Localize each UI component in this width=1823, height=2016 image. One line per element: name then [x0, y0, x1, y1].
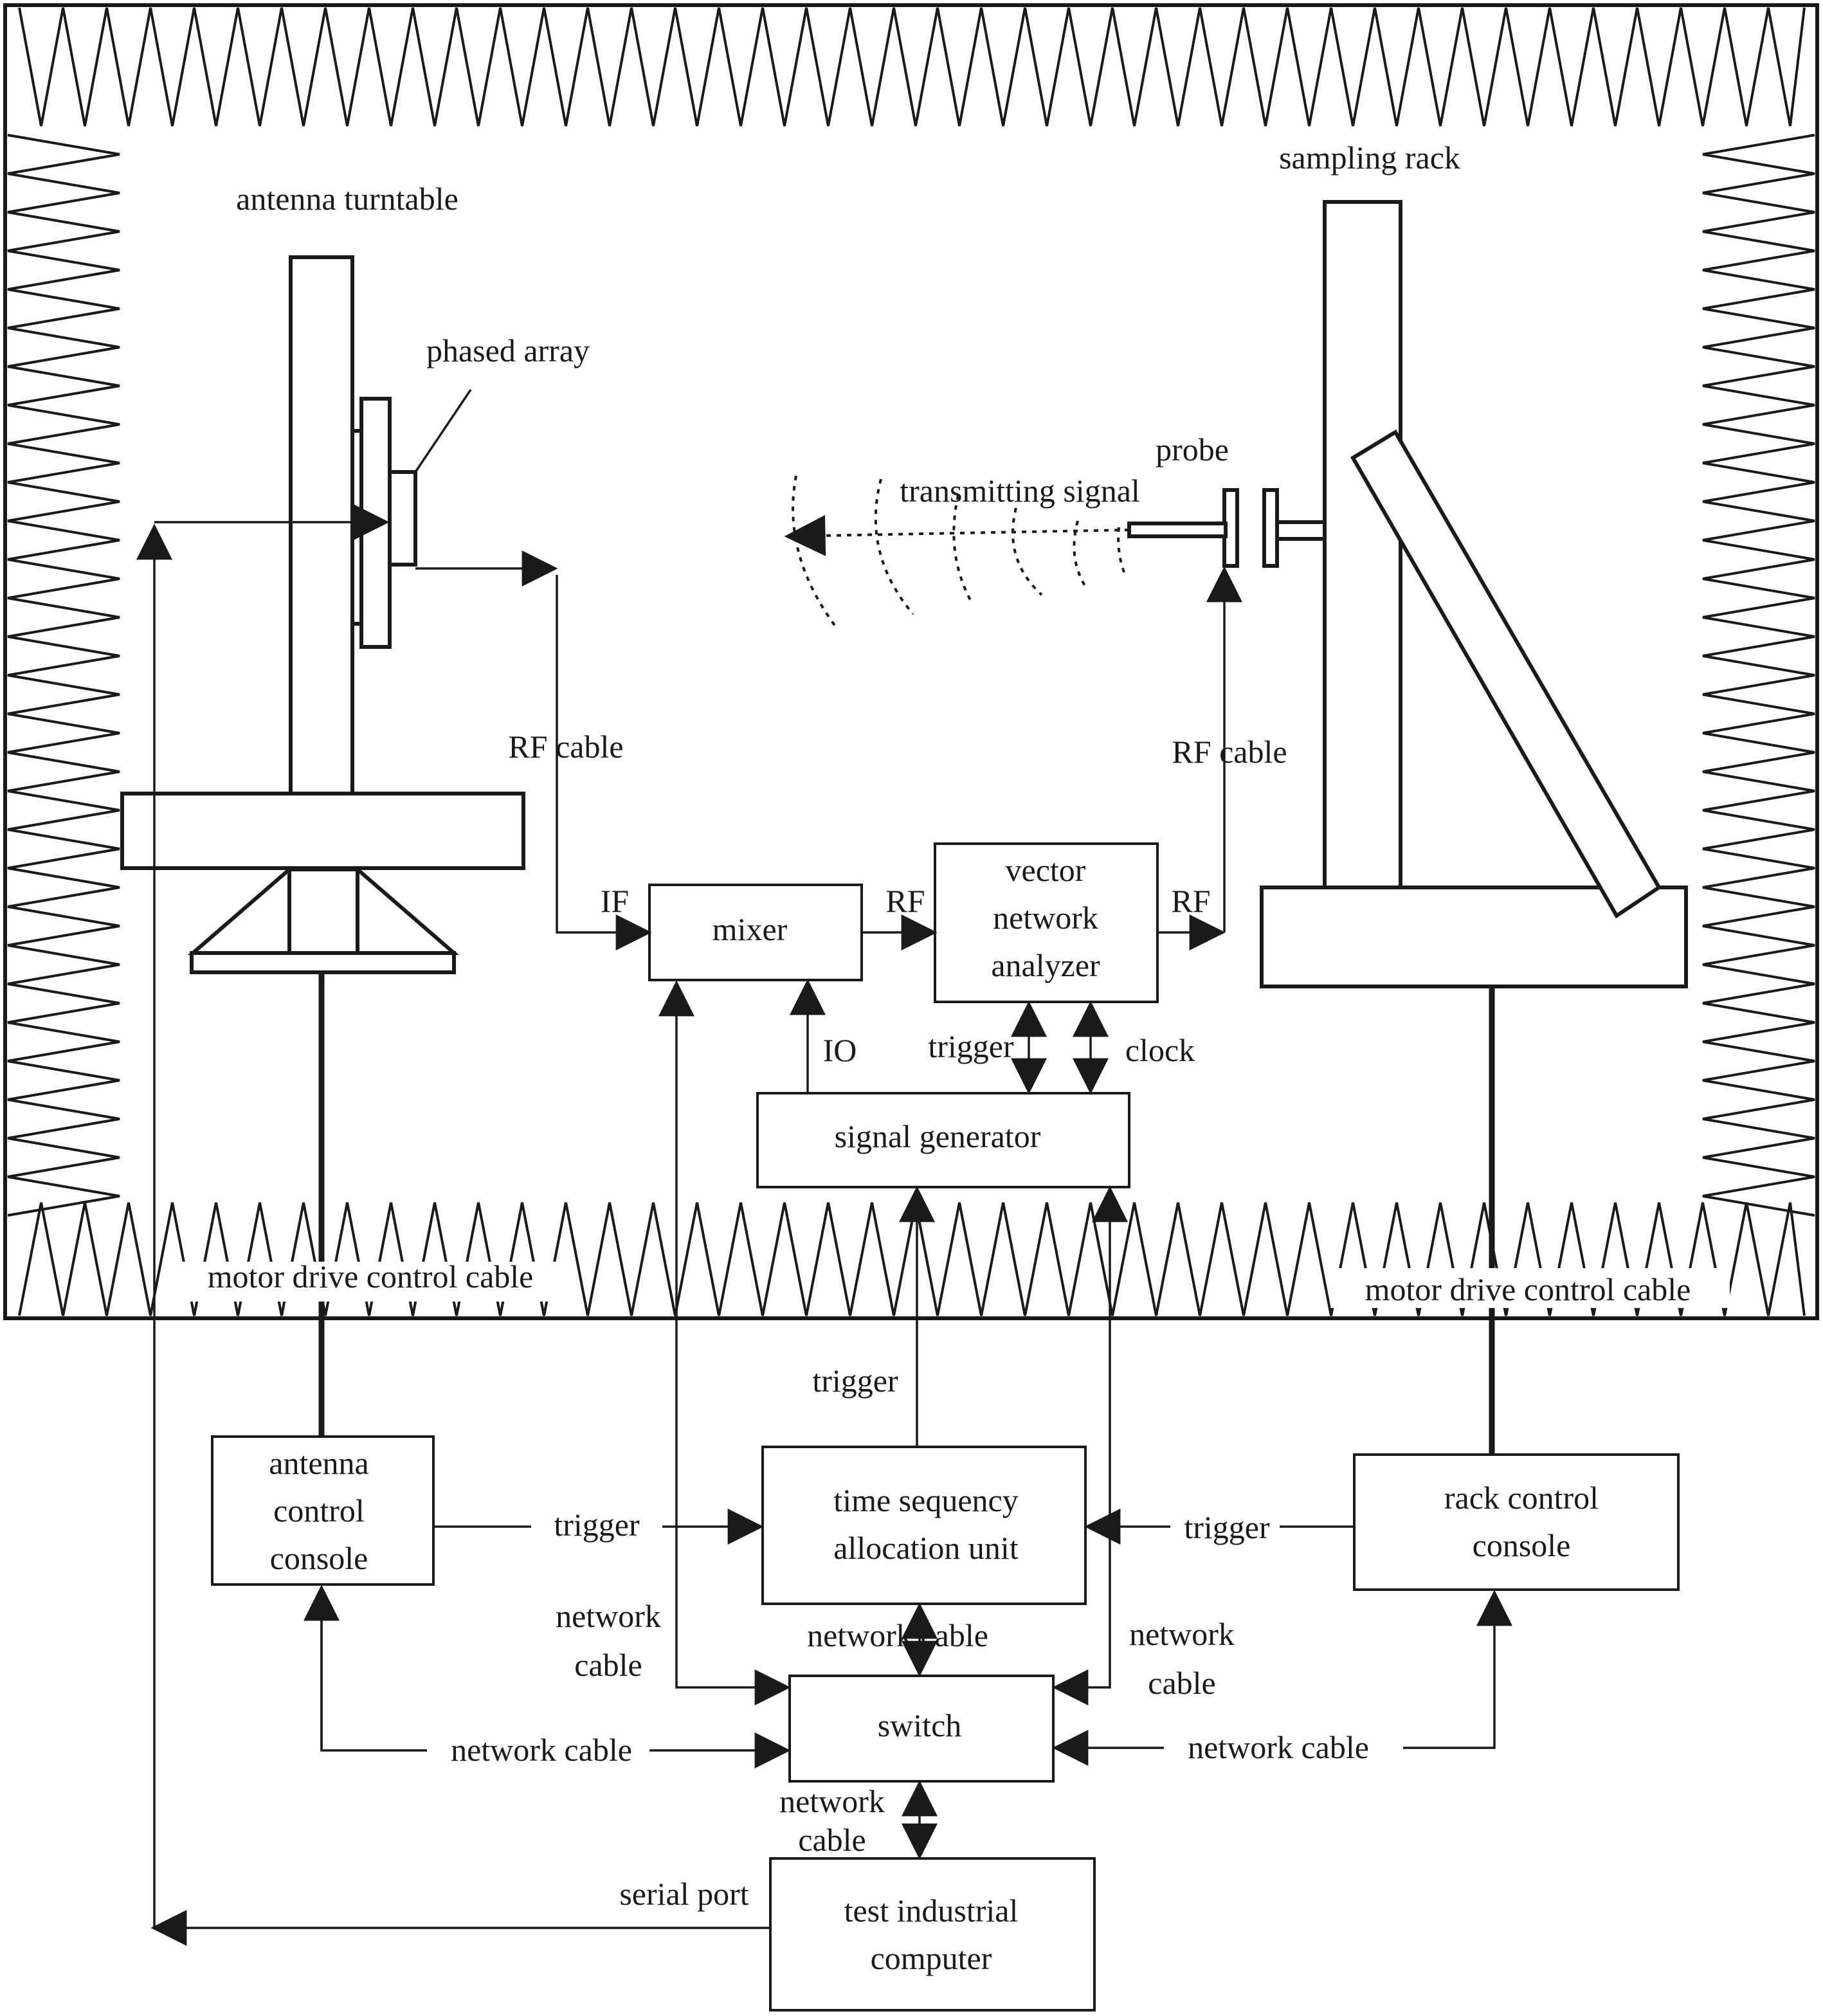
box-label-line: rack control — [1444, 1480, 1599, 1516]
clock-label: clock — [1125, 1032, 1195, 1068]
antenna-console-box — [211, 1435, 435, 1586]
rack-console-network — [1403, 1590, 1512, 1749]
trigger-vna-label: trigger — [928, 1028, 1014, 1064]
motor-cable-left-label: motor drive control cable — [208, 1258, 534, 1294]
signal-generator-box — [756, 1092, 1130, 1188]
io-label: IO — [823, 1032, 857, 1068]
box-label-line: computer — [871, 1940, 992, 1976]
vna-label: vector network analyzer — [991, 852, 1100, 983]
serial-port-label: serial port — [619, 1876, 748, 1912]
net-cable-lower-label-1: network — [779, 1783, 885, 1819]
switch-box — [788, 1675, 1055, 1783]
transmitting-signal — [784, 475, 1130, 628]
trigger-right-label: trigger — [1184, 1509, 1270, 1545]
labels: antenna turntable sampling rack phased a… — [208, 140, 1691, 1912]
net-cable-bottom-left-label: network cable — [451, 1732, 632, 1768]
trigger-left-label: trigger — [554, 1507, 640, 1543]
absorber-zigzag — [18, 7, 1806, 127]
rack-diagonal-arm — [1350, 429, 1662, 919]
net-cable-right-label-1: network — [1129, 1616, 1235, 1652]
net-cable-bottom-right-label: network cable — [1188, 1729, 1369, 1765]
tsau-box — [761, 1446, 1087, 1605]
phased-array-label: phased array — [426, 332, 590, 368]
probe-rod — [1127, 522, 1228, 538]
absorber-zigzag — [7, 134, 120, 1217]
box-label-line: switch — [878, 1707, 962, 1743]
box-label-line: vector — [1006, 852, 1086, 888]
box-label-line: antenna — [269, 1445, 368, 1481]
phased-array-element — [388, 470, 417, 567]
net-cable-center-label: network cable — [807, 1617, 988, 1653]
switch-label: switch — [878, 1707, 962, 1743]
connections — [136, 504, 1512, 1946]
motor-cable-right-label: motor drive control cable — [1365, 1271, 1691, 1307]
rf-cable-right-label: RF cable — [1172, 734, 1287, 770]
box-label-line: test industrial — [844, 1893, 1019, 1929]
rack-column — [1323, 200, 1402, 889]
box-label-line: console — [1473, 1527, 1571, 1563]
box-label-line: signal generator — [835, 1118, 1041, 1154]
box-labels: mixer vector network analyzer signal gener… — [269, 852, 1599, 1976]
rf-mixer-vna-label: RF — [885, 883, 925, 919]
turntable-foot — [190, 951, 456, 974]
box-label-line: mixer — [712, 911, 788, 947]
if-label: IF — [601, 883, 629, 919]
box-label-line: network — [993, 900, 1098, 936]
probe-label: probe — [1156, 431, 1229, 468]
net-cable-lower-label-2: cable — [798, 1822, 866, 1858]
probe-flange — [1262, 488, 1279, 568]
antenna-turntable-label: antenna turntable — [236, 181, 458, 217]
computer-label: test industrial computer — [844, 1893, 1019, 1976]
box-label-line: console — [270, 1540, 368, 1576]
box-label-line: analyzer — [991, 947, 1100, 983]
switch-to-sg-network — [1052, 1186, 1128, 1705]
net-cable-left-label-2: cable — [574, 1647, 642, 1683]
antenna-console-label: antenna control console — [269, 1445, 368, 1576]
sampling-rack — [1127, 200, 1688, 988]
absorber-zigzag — [1702, 134, 1815, 1217]
sampling-rack-label: sampling rack — [1279, 140, 1460, 176]
turntable-mast — [289, 255, 354, 812]
box-label-line: time sequency — [833, 1482, 1018, 1518]
switch-to-mixer-network — [658, 980, 791, 1705]
phased-array-leader — [414, 389, 472, 473]
box-label-line: control — [273, 1493, 365, 1529]
box-label-line: allocation unit — [833, 1530, 1019, 1566]
rf-vna-out-label: RF — [1171, 883, 1210, 919]
trigger-tsau-up-label: trigger — [812, 1363, 898, 1399]
computer-box — [769, 1857, 1096, 2011]
rf-cable-left-label: RF cable — [508, 729, 623, 765]
tsau-label: time sequency allocation unit — [833, 1482, 1019, 1566]
net-cable-right-label-2: cable — [1148, 1665, 1215, 1701]
rack-console-box — [1353, 1453, 1680, 1591]
vna-box — [934, 842, 1159, 1003]
transmitting-signal-label: transmitting signal — [900, 473, 1140, 509]
signal-generator-label: signal generator — [835, 1118, 1041, 1154]
turntable-platform — [120, 792, 525, 870]
rack-console-label: rack control console — [1444, 1480, 1599, 1563]
mixer-label: mixer — [712, 911, 788, 947]
net-cable-left-label-1: network — [556, 1598, 661, 1634]
